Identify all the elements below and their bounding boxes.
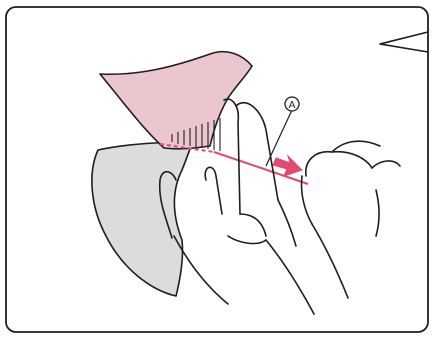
- fabric-lower-layer: [92, 142, 192, 296]
- right-hand: [301, 141, 400, 298]
- presser-foot-icon: [380, 32, 428, 52]
- fabric-upper-layer: [100, 52, 252, 149]
- callout-label: A: [289, 100, 296, 111]
